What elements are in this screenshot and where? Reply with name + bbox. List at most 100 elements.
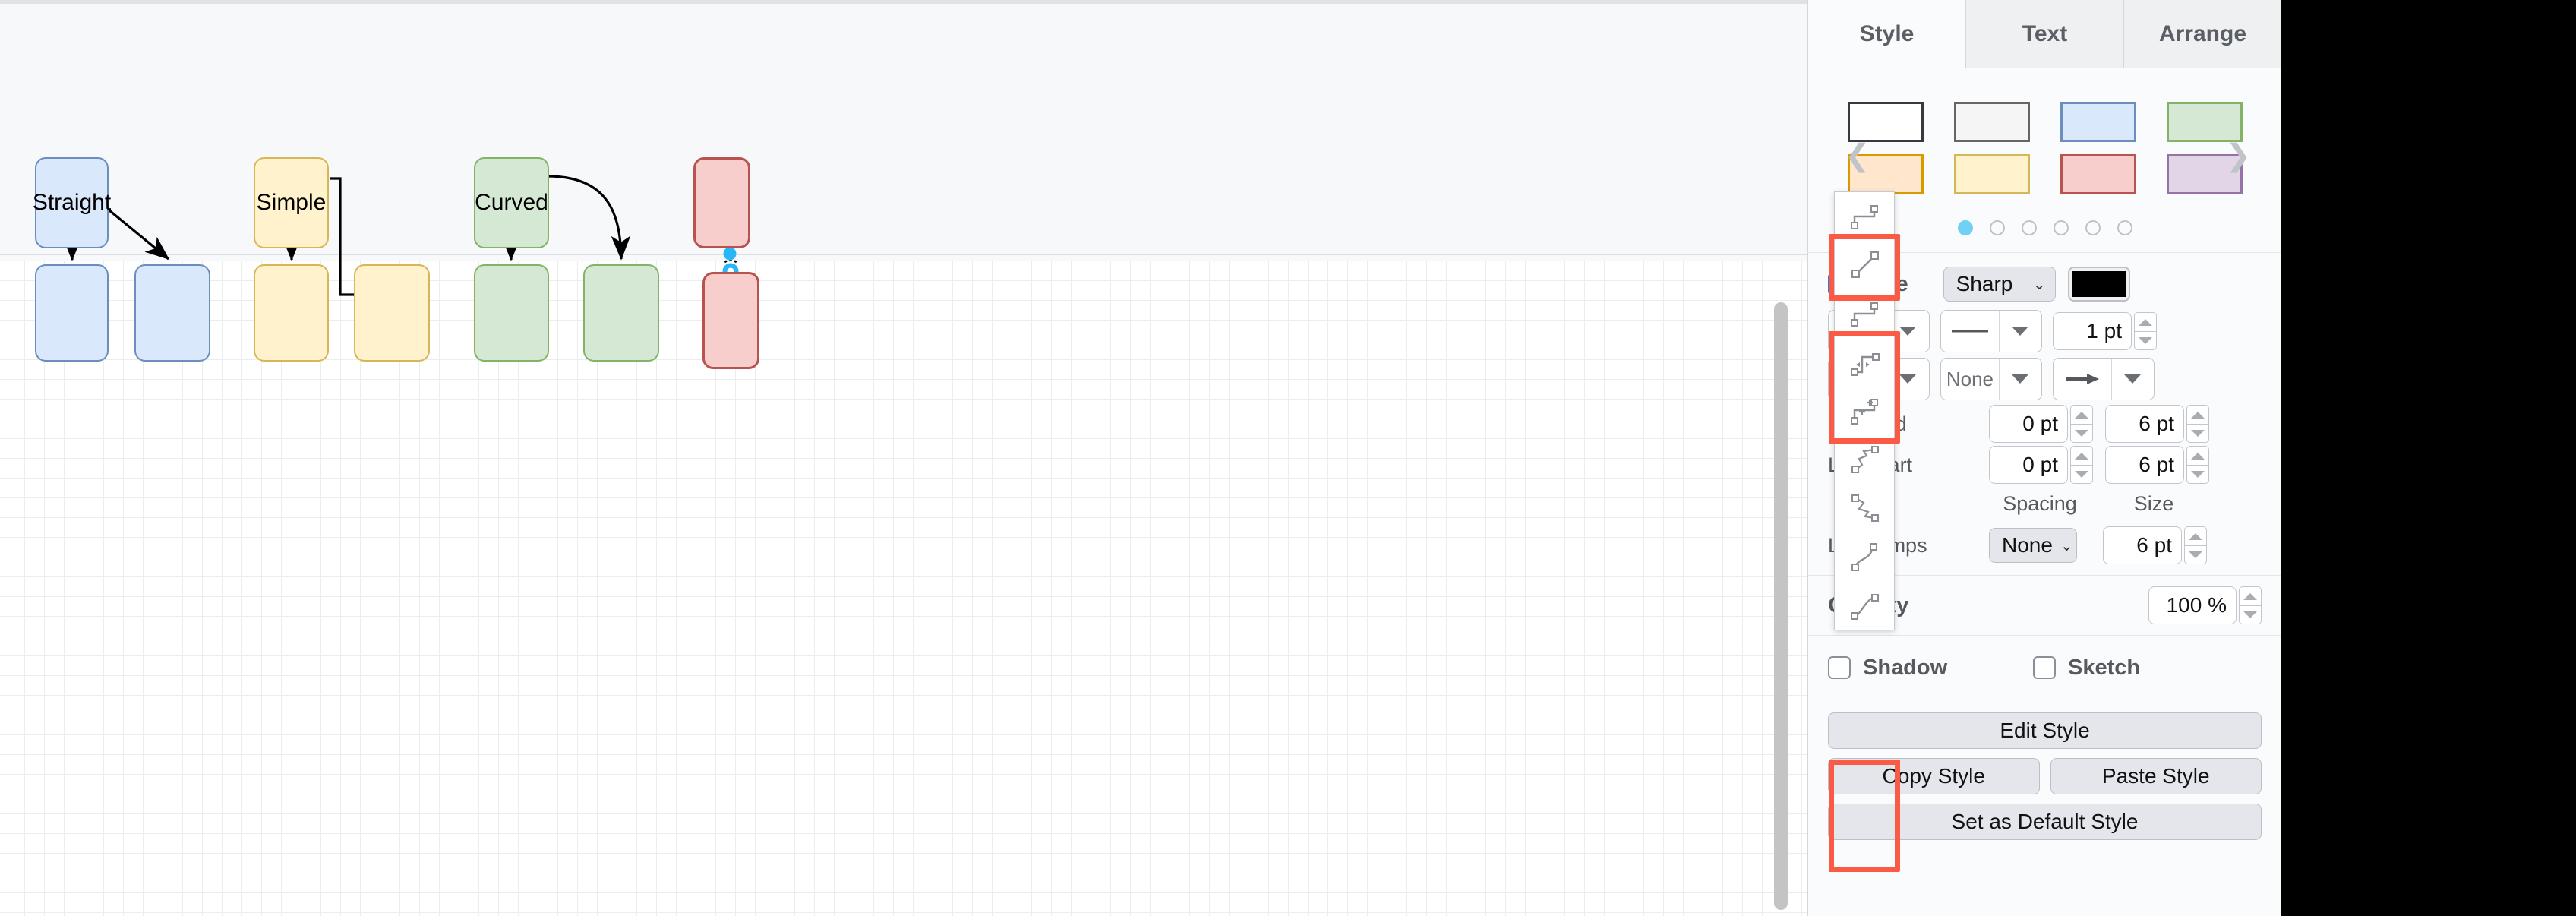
- line-end-size-stepper[interactable]: [2070, 405, 2093, 443]
- copy-style-button[interactable]: Copy Style: [1828, 758, 2040, 794]
- page-dot[interactable]: [2117, 220, 2132, 235]
- style-swatch[interactable]: [1953, 102, 2030, 142]
- node-selected-top[interactable]: [693, 157, 750, 248]
- stepper-down[interactable]: [2186, 465, 2209, 484]
- style-swatch[interactable]: [1847, 102, 1924, 142]
- chevron-left-icon[interactable]: ❮: [1845, 139, 1870, 172]
- tab-text[interactable]: Text: [1966, 0, 2124, 68]
- edit-style-button[interactable]: Edit Style: [1828, 712, 2262, 749]
- stepper-down[interactable]: [2186, 424, 2209, 443]
- node-curved-bottom-right[interactable]: [583, 264, 659, 362]
- edge-straight-diagonal: [99, 202, 170, 261]
- line-jumps-dropdown[interactable]: [2000, 359, 2041, 400]
- tab-style[interactable]: Style: [1808, 0, 1966, 68]
- stepper-down[interactable]: [2070, 465, 2093, 484]
- corner-style-select[interactable]: Sharp ⌄: [1943, 267, 2056, 302]
- dropdown-item-orthogonal-elbow[interactable]: [1835, 289, 1896, 338]
- dropdown-item-orthogonal-waypoints-left[interactable]: [1835, 338, 1896, 387]
- stepper-down[interactable]: [2184, 545, 2207, 564]
- node-selected-bottom[interactable]: [702, 272, 759, 369]
- arrow-end-dropdown[interactable]: [1887, 311, 1929, 352]
- line-width-stepper[interactable]: [2134, 312, 2157, 350]
- page-dot[interactable]: [1957, 220, 1973, 235]
- style-swatch[interactable]: [2060, 154, 2136, 194]
- opacity-input[interactable]: 100 %: [2148, 586, 2237, 624]
- size-header: Size: [2133, 491, 2174, 515]
- dropdown-item-orthogonal-step[interactable]: [1835, 192, 1896, 241]
- line-jumps-value[interactable]: None: [1941, 359, 2000, 400]
- page-dot[interactable]: [2053, 220, 2069, 235]
- line-pattern-button[interactable]: [1940, 310, 2042, 352]
- stepper-down[interactable]: [2239, 605, 2262, 624]
- node-straight-top[interactable]: Straight: [33, 157, 111, 248]
- stepper-up[interactable]: [2186, 405, 2209, 424]
- caret-down-icon: [2124, 374, 2142, 384]
- chevron-right-icon[interactable]: ❯: [2225, 139, 2251, 172]
- sketch-checkbox[interactable]: [2033, 656, 2056, 679]
- line-end-spacing-stepper[interactable]: [2186, 405, 2209, 443]
- shadow-checkbox[interactable]: [1828, 656, 1851, 679]
- line-start-size-input[interactable]: 0 pt: [1989, 446, 2068, 484]
- line-jumps-style-select[interactable]: None ⌄: [1989, 528, 2077, 563]
- canvas-grid[interactable]: [0, 261, 1807, 916]
- node-straight-bottom-right[interactable]: [134, 264, 210, 362]
- line-start-spacing-input[interactable]: 6 pt: [2105, 446, 2184, 484]
- opacity-stepper[interactable]: [2239, 586, 2262, 624]
- dropdown-item-straight-diagonal[interactable]: [1835, 241, 1896, 289]
- dropdown-item-zigzag-up[interactable]: [1835, 435, 1896, 484]
- style-swatch[interactable]: [1953, 154, 2030, 194]
- page-dot[interactable]: [1989, 220, 2005, 235]
- node-curved-bottom-left[interactable]: [474, 264, 549, 362]
- style-swatch[interactable]: [2166, 102, 2243, 142]
- node-simple-bottom-right[interactable]: [354, 264, 430, 362]
- opacity-section: Opacity 100 %: [1808, 576, 2281, 636]
- line-start-spacing-stepper[interactable]: [2186, 446, 2209, 484]
- stepper-up[interactable]: [2186, 446, 2209, 465]
- stepper-up[interactable]: [2184, 526, 2207, 545]
- line-width-input[interactable]: 1 pt: [2053, 312, 2132, 350]
- page-dot[interactable]: [2021, 220, 2037, 235]
- waypoints-dropdown-toggle[interactable]: [1887, 359, 1929, 400]
- dropdown-item-curved-s-down[interactable]: [1835, 581, 1896, 630]
- arrow-start-dropdown[interactable]: [2112, 359, 2154, 400]
- spacing-header: Spacing: [2003, 491, 2077, 515]
- line-start-arrow-button[interactable]: [2053, 358, 2155, 400]
- stepper-down[interactable]: [2134, 331, 2157, 350]
- dropdown-item-zigzag-down[interactable]: [1835, 484, 1896, 532]
- line-start-size-control: 0 pt: [1989, 446, 2093, 484]
- line-jumps-button[interactable]: None: [1940, 358, 2042, 400]
- stepper-down[interactable]: [2070, 424, 2093, 443]
- style-swatch[interactable]: [2166, 154, 2243, 194]
- stepper-up[interactable]: [2134, 312, 2157, 331]
- tab-style-label: Style: [1859, 21, 1915, 46]
- page-dot[interactable]: [2085, 220, 2101, 235]
- diagram-canvas[interactable]: Straight Simple Curved: [0, 0, 1807, 916]
- dropdown-item-curved-s-up[interactable]: [1835, 532, 1896, 581]
- line-width-control: 1 pt: [2053, 312, 2157, 350]
- node-straight-bottom-left[interactable]: [35, 264, 109, 362]
- set-default-style-button[interactable]: Set as Default Style: [1828, 804, 2262, 840]
- node-simple-bottom-left[interactable]: [254, 264, 329, 362]
- paste-style-button[interactable]: Paste Style: [2050, 758, 2262, 794]
- solid-line-icon[interactable]: [1941, 311, 2000, 352]
- line-jumps-size-input[interactable]: 6 pt: [2103, 526, 2182, 564]
- stepper-up[interactable]: [2070, 405, 2093, 424]
- dropdown-item-orthogonal-waypoints-right[interactable]: [1835, 387, 1896, 435]
- tab-arrange[interactable]: Arrange: [2124, 0, 2281, 68]
- waypoint-style-dropdown[interactable]: [1834, 191, 1895, 630]
- node-simple-top[interactable]: Simple: [254, 157, 329, 248]
- line-end-size-input[interactable]: 0 pt: [1989, 405, 2068, 443]
- line-jumps-size-stepper[interactable]: [2184, 526, 2207, 564]
- style-swatch[interactable]: [2060, 102, 2136, 142]
- stepper-up[interactable]: [2239, 586, 2262, 605]
- line-start-size-stepper[interactable]: [2070, 446, 2093, 484]
- line-end-spacing-input[interactable]: 6 pt: [2105, 405, 2184, 443]
- node-curved-top[interactable]: Curved: [474, 157, 549, 248]
- line-color-button[interactable]: [2067, 267, 2130, 302]
- stepper-up[interactable]: [2070, 446, 2093, 465]
- arrow-right-icon[interactable]: [2054, 359, 2112, 400]
- letterbox-right: [2281, 0, 2576, 916]
- line-pattern-dropdown[interactable]: [2000, 311, 2041, 352]
- canvas-scrollbar-thumb[interactable]: [1774, 302, 1788, 910]
